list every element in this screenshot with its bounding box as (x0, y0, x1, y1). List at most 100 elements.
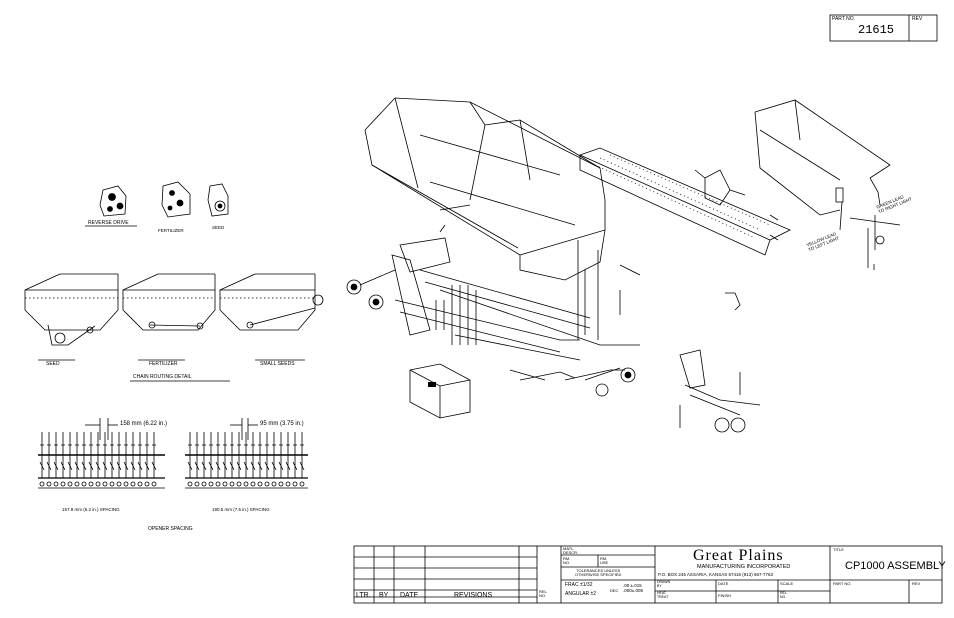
matl-descr: MATL. DESCR. (563, 546, 579, 555)
opener-shank (215, 432, 221, 478)
opener-shank (299, 432, 305, 478)
opener-shank (60, 432, 66, 478)
opener-wheel (67, 481, 73, 487)
scale-field: SCALE (780, 581, 794, 586)
hitch-bracket (725, 214, 779, 311)
col-date: DATE (400, 592, 419, 599)
opener-wheel (285, 481, 291, 487)
drawing-title: CP1000 ASSEMBLY (845, 560, 946, 572)
opener-wheel (151, 481, 157, 487)
opener-wheel (264, 481, 270, 487)
opener-shank (222, 432, 228, 478)
row-unit-detail (679, 349, 761, 433)
chain-fertilizer-label: FERTILIZER (149, 361, 178, 367)
opener-shank (278, 432, 284, 478)
opener-shank (144, 432, 150, 478)
title-block (353, 545, 943, 604)
opener-wheel (53, 481, 59, 487)
part-number-rev-label: REV (912, 16, 923, 22)
opener-wheel (278, 481, 284, 487)
title-rev-label: REV (912, 581, 921, 586)
title-part-no-label: PART NO. (833, 581, 852, 586)
opener-shank (74, 432, 80, 478)
opener-spacing-right: 190.5 mm (7.5 in.) SPACING (212, 507, 270, 512)
company-address: P.O. BOX 245 ASSARIA, KANSAS 67416 (913)… (658, 572, 773, 577)
title-label: TITLE (833, 547, 844, 552)
drive-wheels (346, 269, 396, 310)
opener-wheel (81, 481, 87, 487)
col-revisions: REVISIONS (454, 592, 493, 599)
opener-shank (102, 432, 108, 478)
opener-spacing-title: OPENER SPACING (148, 526, 193, 532)
opener-shank (257, 432, 263, 478)
opener-wheel (271, 481, 277, 487)
opener-wheel (201, 481, 207, 487)
col-ltr: LTR. (356, 592, 371, 599)
opener-dim-left: 158 mm (6.22 in.) (120, 421, 168, 427)
opener-dim-right: 95 mm (3.75 in.) (260, 421, 304, 427)
openers-left (39, 432, 157, 487)
opener-row-left (38, 418, 165, 489)
opener-shank (194, 432, 200, 478)
opener-shank (250, 432, 256, 478)
col-by: BY (379, 592, 389, 599)
opener-shank (236, 432, 242, 478)
seed-small-detail (207, 183, 229, 217)
opener-wheel (299, 481, 305, 487)
opener-shank (201, 432, 207, 478)
part-number-box (829, 14, 938, 42)
gauge-wheel-assembly (564, 367, 636, 397)
opener-wheel (208, 481, 214, 487)
opener-shank (130, 432, 136, 478)
openers-right (187, 432, 305, 487)
opener-wheel (60, 481, 66, 487)
chain-small-seeds-label: SMALL SEEDS (260, 361, 295, 367)
col-rel-no: REL. NO. (539, 589, 548, 598)
chain-seed-label: SEED (46, 361, 60, 367)
opener-shank (95, 432, 101, 478)
opener-wheel (257, 481, 263, 487)
angular-tolerance: ANGULAR ±2 (565, 591, 597, 597)
finish-field: FINISH (718, 593, 732, 598)
wiring-leads (839, 201, 901, 270)
opener-shank (81, 432, 87, 478)
opener-shank (137, 432, 143, 478)
company-subtitle: MANUFACTURING INCORPORATED (697, 564, 791, 570)
opener-wheel (95, 481, 101, 487)
opener-wheel (229, 481, 235, 487)
company-name: Great Plains (693, 547, 784, 564)
reverse-drive-label: REVERSE DRIVE (88, 220, 129, 226)
opener-shank (67, 432, 73, 478)
side-hopper (754, 99, 891, 245)
seed-small-label: SEED (212, 225, 225, 230)
dec-label: DEC (610, 588, 619, 593)
control-box (409, 363, 471, 419)
opener-row-right (185, 418, 308, 489)
chain-routing-seed (24, 273, 119, 361)
fertilizer-small-label: FERTILIZER (158, 228, 184, 233)
opener-wheel (74, 481, 80, 487)
opener-wheel (243, 481, 249, 487)
heat-treat: HEAT TREAT (657, 591, 669, 599)
walkboard (578, 147, 791, 256)
opener-wheel (109, 481, 115, 487)
opener-shank (39, 432, 45, 478)
opener-wheel (137, 481, 143, 487)
opener-wheel (144, 481, 150, 487)
opener-wheel (88, 481, 94, 487)
drawn-by: DRAWN BY (657, 580, 671, 588)
seed-hopper (364, 97, 606, 281)
opener-shank (208, 432, 214, 478)
rm-no: RM. NO. (563, 556, 571, 565)
reverse-drive-detail (85, 185, 137, 227)
opener-wheel (187, 481, 193, 487)
opener-wheel (222, 481, 228, 487)
chain-routing-title: CHAIN ROUTING DETAIL (133, 374, 192, 380)
opener-wheel (123, 481, 129, 487)
opener-shank (285, 432, 291, 478)
rel-no-field: REL. NO. (780, 591, 788, 599)
opener-shank (109, 432, 115, 478)
opener-wheel (130, 481, 136, 487)
opener-shank (292, 432, 298, 478)
